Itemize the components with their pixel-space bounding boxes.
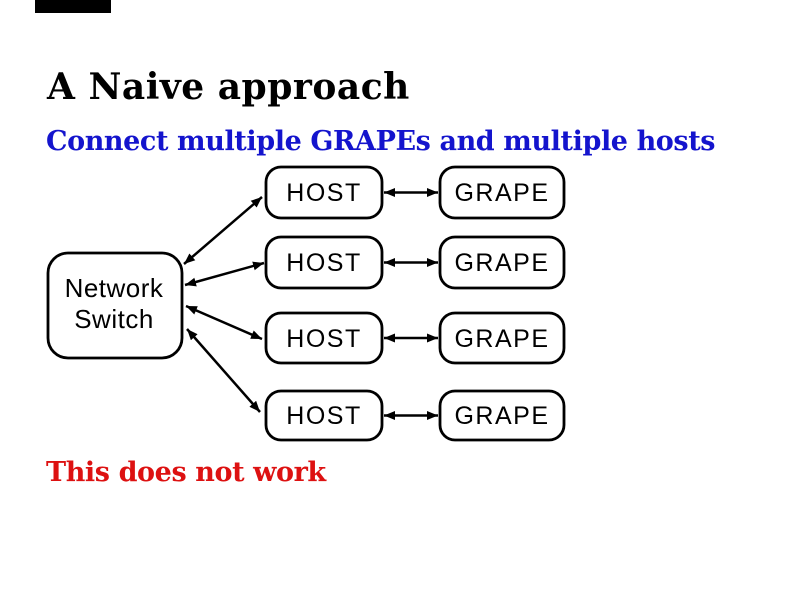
- network-switch-label-line1: Network: [65, 273, 164, 303]
- host-box-3: [264, 311, 384, 365]
- host-box-4: [264, 389, 384, 442]
- grape-label-3: GRAPE: [454, 325, 549, 353]
- host-label-4: HOST: [286, 402, 361, 430]
- network-switch-box: [46, 251, 184, 360]
- slide-subtitle: Connect multiple GRAPEs and multiple hos…: [46, 126, 716, 157]
- edge-switch-host-2: [184, 261, 265, 287]
- host-box-1: [264, 165, 384, 220]
- grape-label-2: GRAPE: [454, 249, 549, 277]
- grape-box-1: [438, 165, 566, 220]
- black-bar-artifact: [35, 0, 111, 13]
- grape-box-4: [438, 389, 566, 442]
- grape-label-4: GRAPE: [454, 402, 549, 430]
- host-label-2: HOST: [286, 249, 361, 277]
- edge-switch-host-1: [183, 196, 263, 265]
- grape-box-2: [438, 235, 566, 290]
- host-label-3: HOST: [286, 325, 361, 353]
- edge-switch-host-3: [185, 304, 263, 341]
- slide-title: A Naive approach: [47, 66, 410, 108]
- host-box-2: [264, 235, 384, 290]
- network-switch-label-line2: Switch: [74, 304, 154, 334]
- grape-box-3: [438, 311, 566, 365]
- slide-conclusion: This does not work: [46, 457, 326, 488]
- edge-switch-host-4: [186, 328, 261, 413]
- grape-label-1: GRAPE: [454, 179, 549, 207]
- host-label-1: HOST: [286, 179, 361, 207]
